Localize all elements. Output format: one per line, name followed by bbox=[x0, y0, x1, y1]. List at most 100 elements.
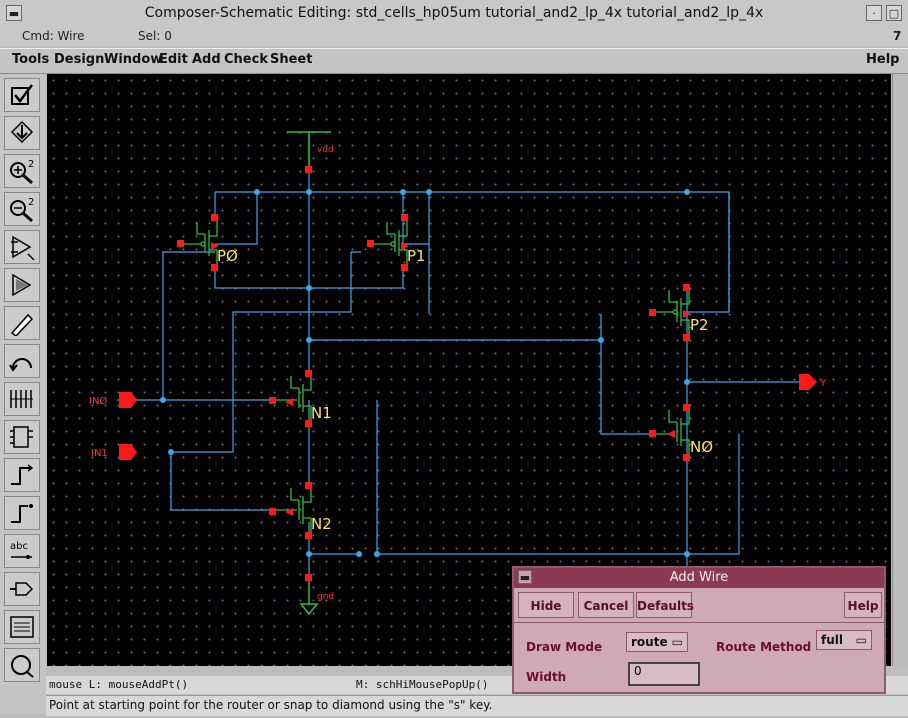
draw-mode-select[interactable]: route ▭ bbox=[626, 632, 688, 652]
properties-tool[interactable] bbox=[4, 610, 40, 644]
wire-route-icon bbox=[11, 464, 34, 485]
nmos-n1[interactable] bbox=[273, 374, 312, 422]
schematic-canvas[interactable]: vdd gnd PØ P1 P2 bbox=[47, 74, 891, 666]
add-label-tool[interactable]: abc bbox=[4, 534, 40, 568]
wires bbox=[117, 134, 799, 614]
hide-button[interactable]: Hide bbox=[518, 592, 574, 618]
vdd-symbol[interactable] bbox=[287, 131, 331, 166]
zoom-out-tool[interactable]: 2 bbox=[4, 192, 40, 226]
p2-label: P2 bbox=[690, 316, 709, 334]
pmos-p2[interactable] bbox=[653, 288, 691, 336]
p1-label: P1 bbox=[407, 247, 426, 265]
gnd-symbol[interactable] bbox=[299, 578, 319, 616]
p1-drain-pin bbox=[401, 214, 408, 221]
defaults-button[interactable]: Defaults bbox=[636, 592, 694, 618]
menu-help[interactable]: Help bbox=[866, 52, 900, 67]
gnd-pin bbox=[305, 574, 312, 581]
minimize-icon[interactable]: · bbox=[866, 5, 882, 21]
status-bar: Point at starting point for the router o… bbox=[46, 695, 908, 716]
n1-drain-pin bbox=[305, 370, 312, 377]
menu-window[interactable]: Window bbox=[104, 52, 163, 67]
zoom-out-icon: 2 bbox=[10, 197, 34, 222]
n2-gate-pin bbox=[269, 508, 276, 515]
width-value: 0 bbox=[634, 664, 642, 678]
window-number: 7 bbox=[893, 29, 902, 43]
horizontal-scrollbar[interactable] bbox=[47, 666, 891, 676]
add-instance-tool[interactable] bbox=[4, 420, 40, 454]
add-wire-dialog: Add Wire ▬ Hide Cancel Defaults Help Dra… bbox=[512, 566, 886, 694]
label-icon: abc bbox=[10, 541, 32, 559]
svg-text:2: 2 bbox=[28, 197, 34, 208]
n0-gate-pin bbox=[649, 430, 656, 437]
zoom-in-tool[interactable]: 2 bbox=[4, 154, 40, 188]
menu-design[interactable]: Design bbox=[54, 52, 105, 67]
vdd-label: vdd bbox=[317, 145, 334, 155]
cancel-button[interactable]: Cancel bbox=[578, 592, 634, 618]
route-method-select[interactable]: full ▭ bbox=[816, 630, 872, 650]
menu-edit[interactable]: Edit bbox=[159, 52, 188, 67]
maximize-icon[interactable]: □ bbox=[886, 5, 902, 21]
wide-wire-tool[interactable] bbox=[4, 496, 40, 530]
in0-pin[interactable] bbox=[119, 392, 137, 408]
refresh-icon bbox=[11, 655, 34, 678]
dialog-titlebar[interactable]: Add Wire bbox=[514, 568, 884, 588]
n1-source-pin bbox=[305, 420, 312, 427]
descend-icon bbox=[10, 120, 34, 144]
p0-drain-pin bbox=[211, 214, 218, 221]
add-pin-tool[interactable] bbox=[4, 572, 40, 606]
window-title: Composer-Schematic Editing: std_cells_hp… bbox=[144, 5, 764, 21]
p0-gate-pin bbox=[177, 240, 184, 247]
pmos-p1[interactable] bbox=[371, 218, 409, 266]
menu-check[interactable]: Check bbox=[224, 52, 268, 67]
n2-drain-pin bbox=[305, 482, 312, 489]
wire-tool[interactable] bbox=[4, 306, 40, 340]
status-message: Point at starting point for the router o… bbox=[49, 698, 493, 712]
vertical-scrollbar[interactable] bbox=[892, 74, 908, 666]
y-pin[interactable] bbox=[799, 374, 817, 390]
check-save-tool[interactable] bbox=[4, 78, 40, 112]
n2-source-pin bbox=[305, 532, 312, 539]
dialog-menu-icon[interactable]: ▬ bbox=[518, 570, 532, 584]
menu-sheet[interactable]: Sheet bbox=[270, 52, 313, 67]
copy-tool[interactable] bbox=[4, 268, 40, 302]
n0-label: NØ bbox=[690, 438, 713, 456]
in1-pin-label: IN1 bbox=[91, 448, 108, 459]
draw-mode-value: route bbox=[631, 635, 668, 649]
command-line: Cmd: Wire Sel: 0 7 bbox=[0, 28, 908, 46]
bus-tool[interactable] bbox=[4, 382, 40, 416]
schematic-drawing[interactable]: vdd gnd PØ P1 P2 bbox=[47, 74, 891, 666]
dialog-title: Add Wire bbox=[669, 570, 729, 585]
checkbox-icon bbox=[11, 84, 33, 105]
bus-icon bbox=[10, 390, 33, 408]
undo-icon bbox=[9, 358, 32, 372]
dialog-help-button[interactable]: Help bbox=[844, 592, 882, 618]
mouse-middle-binding: M: schHiMousePopUp() bbox=[356, 678, 489, 691]
svg-text:abc: abc bbox=[10, 541, 28, 552]
n1-label: N1 bbox=[311, 404, 332, 422]
pmos-p0[interactable] bbox=[181, 218, 219, 266]
undo-tool[interactable] bbox=[4, 344, 40, 378]
width-input[interactable]: 0 bbox=[628, 662, 700, 686]
menu-add[interactable]: Add bbox=[192, 52, 221, 67]
p0-source-pin bbox=[211, 264, 218, 271]
menu-bar: Tools Design Window Edit Add Check Sheet… bbox=[0, 48, 908, 74]
nmos-n2[interactable] bbox=[273, 486, 312, 534]
mouse-left-binding: mouse L: mouseAddPt() bbox=[49, 678, 189, 691]
draw-mode-label: Draw Mode bbox=[526, 640, 603, 654]
nmos-n0[interactable] bbox=[653, 408, 690, 456]
window-titlebar: ▬ Composer-Schematic Editing: std_cells_… bbox=[0, 0, 908, 29]
window-menu-icon[interactable]: ▬ bbox=[6, 5, 22, 21]
svg-text:2: 2 bbox=[28, 159, 34, 170]
add-wire-tool[interactable] bbox=[4, 458, 40, 492]
p2-gate-pin bbox=[649, 309, 656, 316]
properties-icon bbox=[10, 616, 34, 638]
p2-drain-pin bbox=[683, 284, 690, 291]
route-method-value: full bbox=[821, 633, 843, 647]
in1-pin[interactable] bbox=[119, 444, 137, 460]
refresh-tool[interactable] bbox=[4, 648, 40, 682]
dialog-divider bbox=[514, 622, 884, 623]
stretch-tool[interactable] bbox=[4, 230, 40, 264]
descend-tool[interactable] bbox=[4, 116, 40, 150]
menu-tools[interactable]: Tools bbox=[12, 52, 50, 67]
n0-drain-pin bbox=[683, 404, 690, 411]
